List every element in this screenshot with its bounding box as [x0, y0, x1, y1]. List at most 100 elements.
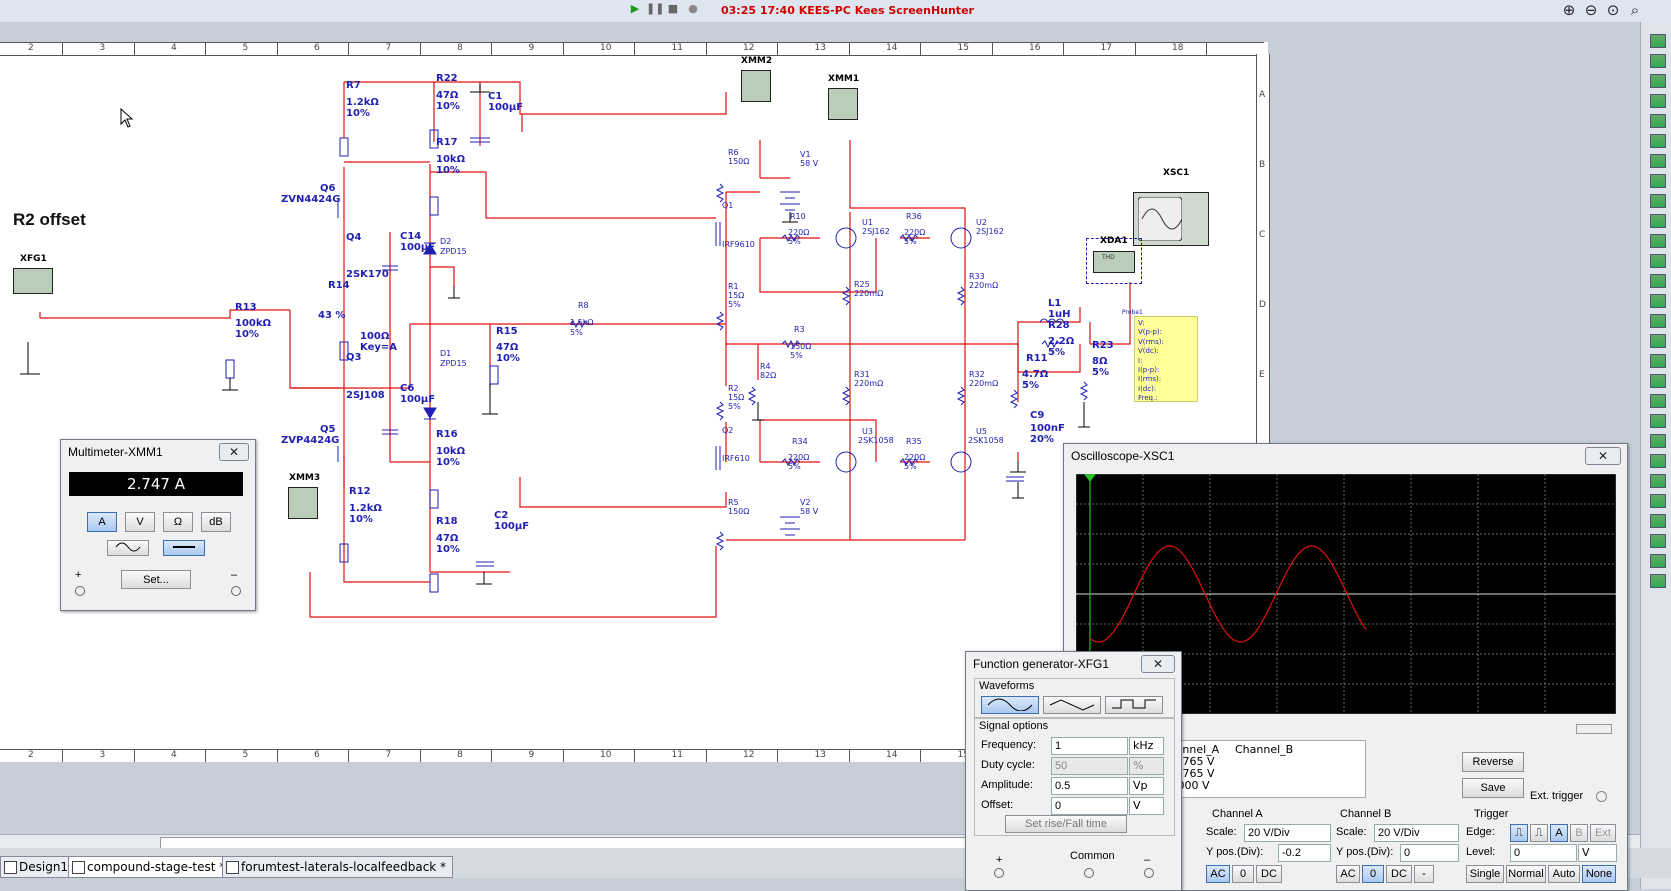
trigger-level-unit[interactable]: V	[1578, 844, 1617, 862]
instrument-tool-icon[interactable]	[1650, 174, 1666, 188]
frequency-unit[interactable]: kHz	[1129, 737, 1164, 755]
instrument-tool-icon[interactable]	[1650, 354, 1666, 368]
rising-edge-icon[interactable]: ⎍	[1510, 824, 1528, 842]
channel-b-invert-button[interactable]: -	[1414, 865, 1434, 883]
multimeter-instrument-xmm2[interactable]	[741, 70, 771, 102]
channel-b-ypos-field[interactable]: 0	[1400, 844, 1459, 862]
trigger-source-b-button[interactable]: B	[1570, 824, 1588, 842]
instrument-tool-icon[interactable]	[1650, 414, 1666, 428]
instrument-tool-icon[interactable]	[1650, 314, 1666, 328]
mode-ampere-button[interactable]: A	[87, 512, 117, 532]
channel-a-ac-button[interactable]: AC	[1206, 865, 1230, 883]
offset-unit[interactable]: V	[1129, 797, 1164, 815]
trigger-source-a-button[interactable]: A	[1550, 824, 1568, 842]
instrument-tool-icon[interactable]	[1650, 434, 1666, 448]
multimeter-window[interactable]: Multimeter-XMM1 ✕ 2.747 A A V Ω dB Set..…	[60, 439, 256, 611]
common-terminal[interactable]	[1084, 868, 1094, 878]
instrument-tool-icon[interactable]	[1650, 374, 1666, 388]
instrument-tool-icon[interactable]	[1650, 74, 1666, 88]
channel-a-zero-button[interactable]: 0	[1232, 865, 1254, 883]
trigger-single-button[interactable]: Single	[1466, 865, 1504, 883]
negative-terminal[interactable]	[231, 586, 241, 596]
trigger-auto-button[interactable]: Auto	[1548, 865, 1580, 883]
reverse-button[interactable]: Reverse	[1462, 752, 1524, 772]
distortion-analyzer-selection[interactable]: THD	[1086, 238, 1142, 284]
close-button[interactable]: ✕	[1141, 655, 1175, 673]
sine-waveform-button[interactable]	[981, 696, 1039, 714]
trigger-level-field[interactable]: 0	[1510, 844, 1577, 862]
instrument-tool-icon[interactable]	[1650, 554, 1666, 568]
instrument-tool-icon[interactable]	[1650, 334, 1666, 348]
mode-db-button[interactable]: dB	[201, 512, 231, 532]
function-generator-instrument[interactable]	[13, 268, 53, 294]
channel-a-dc-button[interactable]: DC	[1256, 865, 1282, 883]
positive-terminal[interactable]	[994, 868, 1004, 878]
channel-a-ypos-field[interactable]: -0.2	[1278, 844, 1331, 862]
channel-b-ac-button[interactable]: AC	[1336, 865, 1360, 883]
instrument-tool-icon[interactable]	[1650, 574, 1666, 588]
dc-mode-button[interactable]	[163, 540, 205, 556]
trigger-none-button[interactable]: None	[1582, 865, 1616, 883]
trigger-source-ext-button[interactable]: Ext	[1590, 824, 1616, 842]
pause-simulation-icon[interactable]: ❚❚	[646, 2, 665, 15]
oscilloscope-instrument[interactable]	[1133, 192, 1209, 246]
instrument-tool-icon[interactable]	[1650, 134, 1666, 148]
instrument-tool-icon[interactable]	[1650, 274, 1666, 288]
function-generator-window[interactable]: Function generator-XFG1 ✕ Waveforms Sign…	[965, 651, 1182, 891]
instrument-tool-icon[interactable]	[1650, 114, 1666, 128]
stop-simulation-icon[interactable]: ■	[667, 2, 679, 15]
triangle-waveform-button[interactable]	[1043, 696, 1101, 714]
zoom-out-icon[interactable]: ⊖	[1584, 1, 1598, 19]
tab-forumtest-laterals[interactable]: forumtest-laterals-localfeedback *	[222, 856, 454, 878]
channel-b-dc-button[interactable]: DC	[1386, 865, 1412, 883]
duty-cycle-field[interactable]: 50	[1051, 757, 1128, 775]
instrument-tool-icon[interactable]	[1650, 94, 1666, 108]
screen-scroll-thumb[interactable]	[1576, 724, 1612, 734]
distortion-analyzer-instrument[interactable]: THD	[1093, 251, 1135, 273]
square-waveform-button[interactable]	[1105, 696, 1163, 714]
instrument-tool-icon[interactable]	[1650, 514, 1666, 528]
zoom-in-icon[interactable]: ⊕	[1562, 1, 1576, 19]
amplitude-unit[interactable]: Vp	[1129, 777, 1164, 795]
channel-b-scale-field[interactable]: 20 V/Div	[1374, 824, 1459, 842]
falling-edge-icon[interactable]: ⎍	[1530, 824, 1548, 842]
ac-mode-button[interactable]	[107, 540, 149, 556]
instrument-tool-icon[interactable]	[1650, 154, 1666, 168]
cursor-1-marker-icon[interactable]	[1084, 474, 1096, 482]
channel-a-scale-field[interactable]: 20 V/Div	[1244, 824, 1331, 842]
amplitude-field[interactable]: 0.5	[1051, 777, 1128, 795]
offset-field[interactable]: 0	[1051, 797, 1128, 815]
instrument-tool-icon[interactable]	[1650, 214, 1666, 228]
multimeter-instrument-xmm3[interactable]	[288, 487, 318, 519]
set-button[interactable]: Set...	[121, 570, 191, 589]
ext-trigger-terminal[interactable]	[1596, 791, 1607, 802]
tab-compound-stage-test[interactable]: compound-stage-test *	[68, 856, 233, 878]
trigger-normal-button[interactable]: Normal	[1506, 865, 1546, 883]
instrument-tool-icon[interactable]	[1650, 534, 1666, 548]
instrument-tool-icon[interactable]	[1650, 294, 1666, 308]
save-button[interactable]: Save	[1462, 778, 1524, 798]
instrument-tool-icon[interactable]	[1650, 234, 1666, 248]
close-button[interactable]: ✕	[219, 443, 249, 461]
instrument-tool-icon[interactable]	[1650, 194, 1666, 208]
frequency-field[interactable]: 1	[1051, 737, 1128, 755]
instrument-tool-icon[interactable]	[1650, 394, 1666, 408]
mode-ohm-button[interactable]: Ω	[163, 512, 193, 532]
instrument-tool-icon[interactable]	[1650, 454, 1666, 468]
channel-b-zero-button[interactable]: 0	[1362, 865, 1384, 883]
set-rise-fall-time-button[interactable]: Set rise/Fall time	[1005, 815, 1127, 833]
instrument-tool-icon[interactable]	[1650, 474, 1666, 488]
negative-terminal[interactable]	[1144, 868, 1154, 878]
mode-volt-button[interactable]: V	[125, 512, 155, 532]
zoom-fit-icon[interactable]: ⌕	[1630, 1, 1640, 19]
positive-terminal[interactable]	[75, 586, 85, 596]
tab-design1[interactable]: Design1	[0, 856, 76, 878]
instrument-tool-icon[interactable]	[1650, 254, 1666, 268]
instrument-tool-icon[interactable]	[1650, 54, 1666, 68]
zoom-area-icon[interactable]: ⊙	[1606, 1, 1620, 19]
run-simulation-icon[interactable]: ▶	[630, 2, 640, 15]
probe-icon[interactable]: ●	[688, 2, 698, 15]
duty-cycle-unit[interactable]: %	[1129, 757, 1164, 775]
instrument-tool-icon[interactable]	[1650, 34, 1666, 48]
